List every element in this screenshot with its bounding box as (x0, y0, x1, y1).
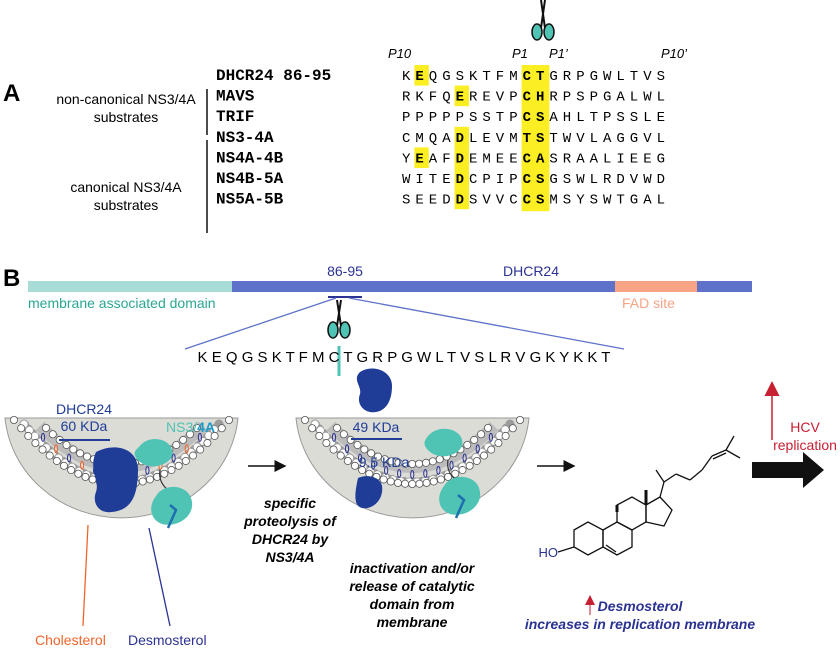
highlight-cell (454, 147, 469, 168)
group-noncanonical-line1: non-canonical NS3/4A (56, 91, 196, 107)
substrate-name: NS4B-5A (216, 170, 284, 188)
scissors-icon (531, 0, 555, 41)
ns3-helicase (134, 439, 173, 467)
sterols-right (331, 432, 493, 479)
fad-site-bar (615, 281, 697, 292)
desmosterol-title: Desmosterol (598, 598, 684, 614)
step1-line4: NS3/4A (265, 549, 314, 565)
desmosterol-structure (573, 435, 741, 556)
zoom-line-right (348, 297, 625, 350)
step1-line1: specific (264, 495, 316, 511)
fad-site-label: FAD site (622, 295, 675, 311)
dhcr24-bar-label: DHCR24 (503, 263, 559, 279)
highlight-cell (454, 168, 469, 189)
group-noncanonical-line2: substrates (94, 109, 159, 125)
step2-line3: domain from (370, 596, 455, 612)
dhcr24-bar-end (697, 281, 752, 292)
frag-large-label: 49 KDa (353, 419, 400, 435)
step1-line3: DHCR24 by (252, 531, 329, 547)
highlight-column (521, 65, 536, 212)
zoom-line-left (184, 297, 337, 350)
panel-a-label: A (3, 80, 20, 107)
fragment-49kda (356, 368, 392, 413)
group-canonical-line1: canonical NS3/4A (70, 179, 182, 195)
ho-bond (557, 546, 575, 553)
substrate-name: TRIF (216, 108, 254, 126)
fragment-9kda (355, 476, 383, 509)
scissors-icon-cleavage (327, 299, 351, 339)
step1-line2: proteolysis of (243, 513, 337, 529)
substrate-name: NS5A-5B (216, 191, 284, 209)
step2-line4: membrane (377, 614, 448, 630)
hcv-line1: HCV (790, 419, 820, 435)
pos-p10: P10 (388, 46, 412, 61)
highlight-cell (454, 85, 469, 107)
dhcr24-protein (93, 447, 138, 513)
membrane-domain-bar (28, 281, 232, 292)
pos-p10-prime: P10’ (661, 46, 688, 61)
dhcr24-bar (232, 281, 615, 292)
pos-p1: P1 (512, 46, 528, 61)
step2-line2: release of catalytic (349, 578, 475, 594)
arrow-thick (752, 452, 824, 488)
desmosterol-subtitle: increases in replication membrane (525, 616, 756, 632)
hcv-line2: replication (773, 437, 837, 453)
step2-line1: inactivation and/or (350, 560, 476, 576)
pos-p1-prime: P1’ (549, 46, 569, 61)
substrate-name: NS4A-4B (216, 149, 284, 167)
membrane-domain-label: membrane associated domain (28, 295, 216, 311)
highlight-cell (454, 126, 469, 148)
panel-b-label: B (3, 265, 20, 292)
ns3-label: NS3/4A (166, 419, 215, 435)
substrate-name: NS3-4A (216, 129, 274, 147)
substrate-name: DHCR24 86-95 (216, 67, 331, 85)
substrate-name: MAVS (216, 88, 255, 106)
frag-small-label: 9.5 KDa (359, 454, 410, 470)
cholesterol-label: Cholesterol (35, 632, 106, 648)
dhcr24-label: DHCR24 (56, 401, 112, 417)
highlight-cell (414, 65, 429, 86)
highlight-cell (454, 188, 469, 210)
group-canonical-line2: substrates (94, 197, 159, 213)
ns4a-helix-2 (454, 494, 466, 519)
highlight-layer (414, 65, 550, 212)
ho-label: HO (539, 545, 559, 560)
highlight-cell (414, 147, 429, 168)
dhcr24-kda: 60 KDa (61, 418, 108, 434)
cholesterol-pointer (82, 524, 89, 627)
highlight-column (535, 65, 550, 212)
cleavage-sequence: K E Q G S K T F M C T G R P G W L T V S … (198, 349, 611, 366)
site-label: 86-95 (327, 263, 363, 279)
ns4a-helix (166, 504, 178, 529)
ns3-helicase-2 (424, 428, 463, 457)
desmosterol-pointer (148, 527, 171, 627)
desmosterol-label: Desmosterol (128, 632, 207, 648)
